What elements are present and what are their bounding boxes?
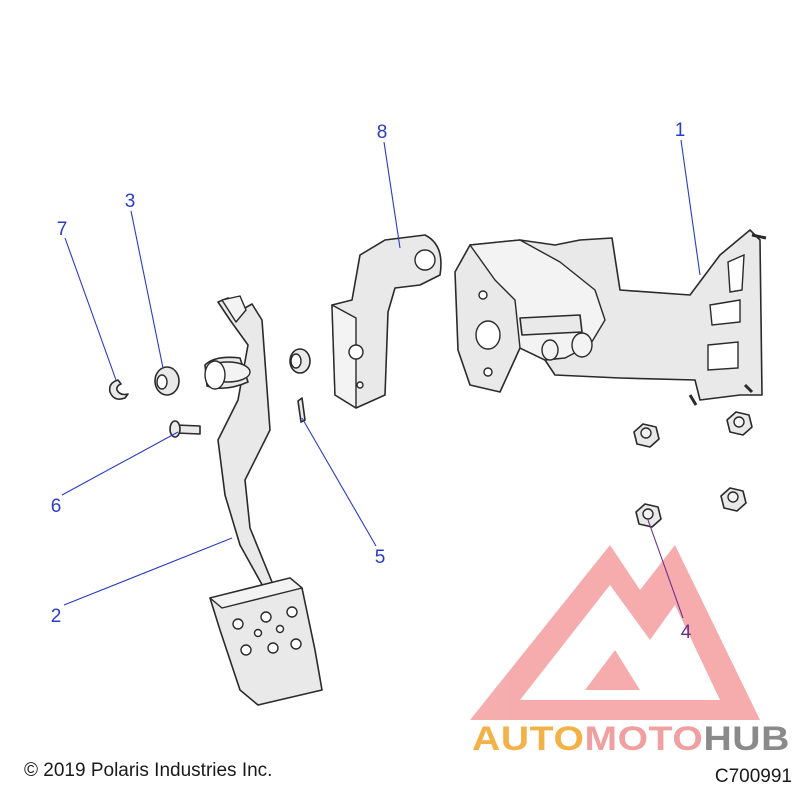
nut <box>633 423 660 448</box>
nut <box>726 411 753 436</box>
leader-lines <box>61 139 701 619</box>
nut <box>635 503 662 528</box>
pin-part-6 <box>169 420 201 438</box>
callout-5: 5 <box>375 547 386 568</box>
leader-4 <box>647 519 684 619</box>
watermark-auto: AUTO <box>472 720 584 758</box>
leader-2 <box>63 537 233 606</box>
leader-8 <box>383 141 401 249</box>
leader-7 <box>64 237 117 381</box>
pedal-pad <box>209 577 323 706</box>
callout-4: 4 <box>681 622 692 643</box>
watermark-moto: MOTO <box>584 720 703 758</box>
callout-3: 3 <box>125 191 136 212</box>
callout-7: 7 <box>57 219 68 240</box>
callout-2: 2 <box>51 606 62 627</box>
nut <box>720 487 747 512</box>
leader-3 <box>130 210 164 369</box>
leader-5 <box>301 417 377 547</box>
watermark-hub: HUB <box>703 720 790 758</box>
leader-6 <box>61 431 179 496</box>
diagram-code: C700991 <box>714 766 792 787</box>
callout-labels: 1 8 3 7 6 5 2 4 <box>51 120 692 643</box>
pedal-arm-part-2 <box>204 295 273 591</box>
cotter-pin-part-5 <box>297 397 306 423</box>
bracket-part-1 <box>454 229 767 406</box>
callout-6: 6 <box>51 496 62 517</box>
callout-1: 1 <box>675 120 686 141</box>
clip-part-7 <box>108 379 129 400</box>
bushing-right <box>289 348 311 374</box>
copyright-text: © 2019 Polaris Industries Inc. <box>24 760 273 781</box>
bracket-part-8 <box>331 234 442 409</box>
bushing-part-3 <box>154 366 180 396</box>
watermark-logo <box>470 545 760 720</box>
nuts-part-4 <box>633 411 753 528</box>
leader-1 <box>680 139 701 276</box>
callout-8: 8 <box>377 122 388 143</box>
